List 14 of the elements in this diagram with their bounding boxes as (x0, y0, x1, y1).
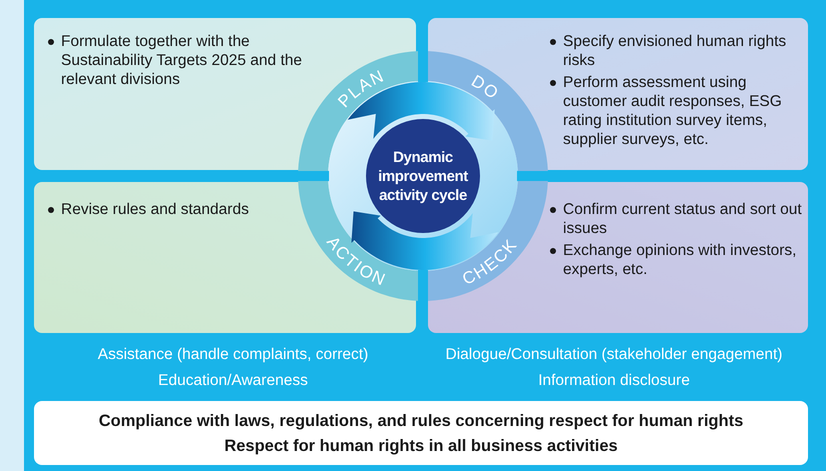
practice-caption: Education/Awareness (157, 372, 309, 390)
foundation-box (34, 401, 808, 465)
bullet-point: Exchange opinions with investors, experts, etc. (548, 241, 804, 279)
hub-title: Dynamic improvement activity cycle (377, 148, 469, 204)
bullet-point: Formulate together with the Sustainability Targets 2025 and the relevant divisions (46, 32, 308, 89)
foundation-text: Compliance with laws, regulations, and rules concerning respect for human rights (98, 411, 744, 432)
practice-caption: Information disclosure (537, 372, 691, 390)
foundation-text: Respect for human rights in all business activities (223, 436, 619, 457)
bullet-point: Specify envisioned human rights risks (548, 32, 804, 70)
bullet-point: Perform assessment using customer audit responses, ESG rating institution survey items, supplier surveys, etc. (548, 73, 804, 149)
phase-label: DO (468, 71, 503, 104)
bullet-point: Confirm current status and sort out issues (548, 200, 804, 238)
practice-caption: Dialogue/Consultation (stakeholder engagement) (444, 346, 784, 364)
practice-caption: Assistance (handle complaints, correct) (96, 346, 370, 364)
